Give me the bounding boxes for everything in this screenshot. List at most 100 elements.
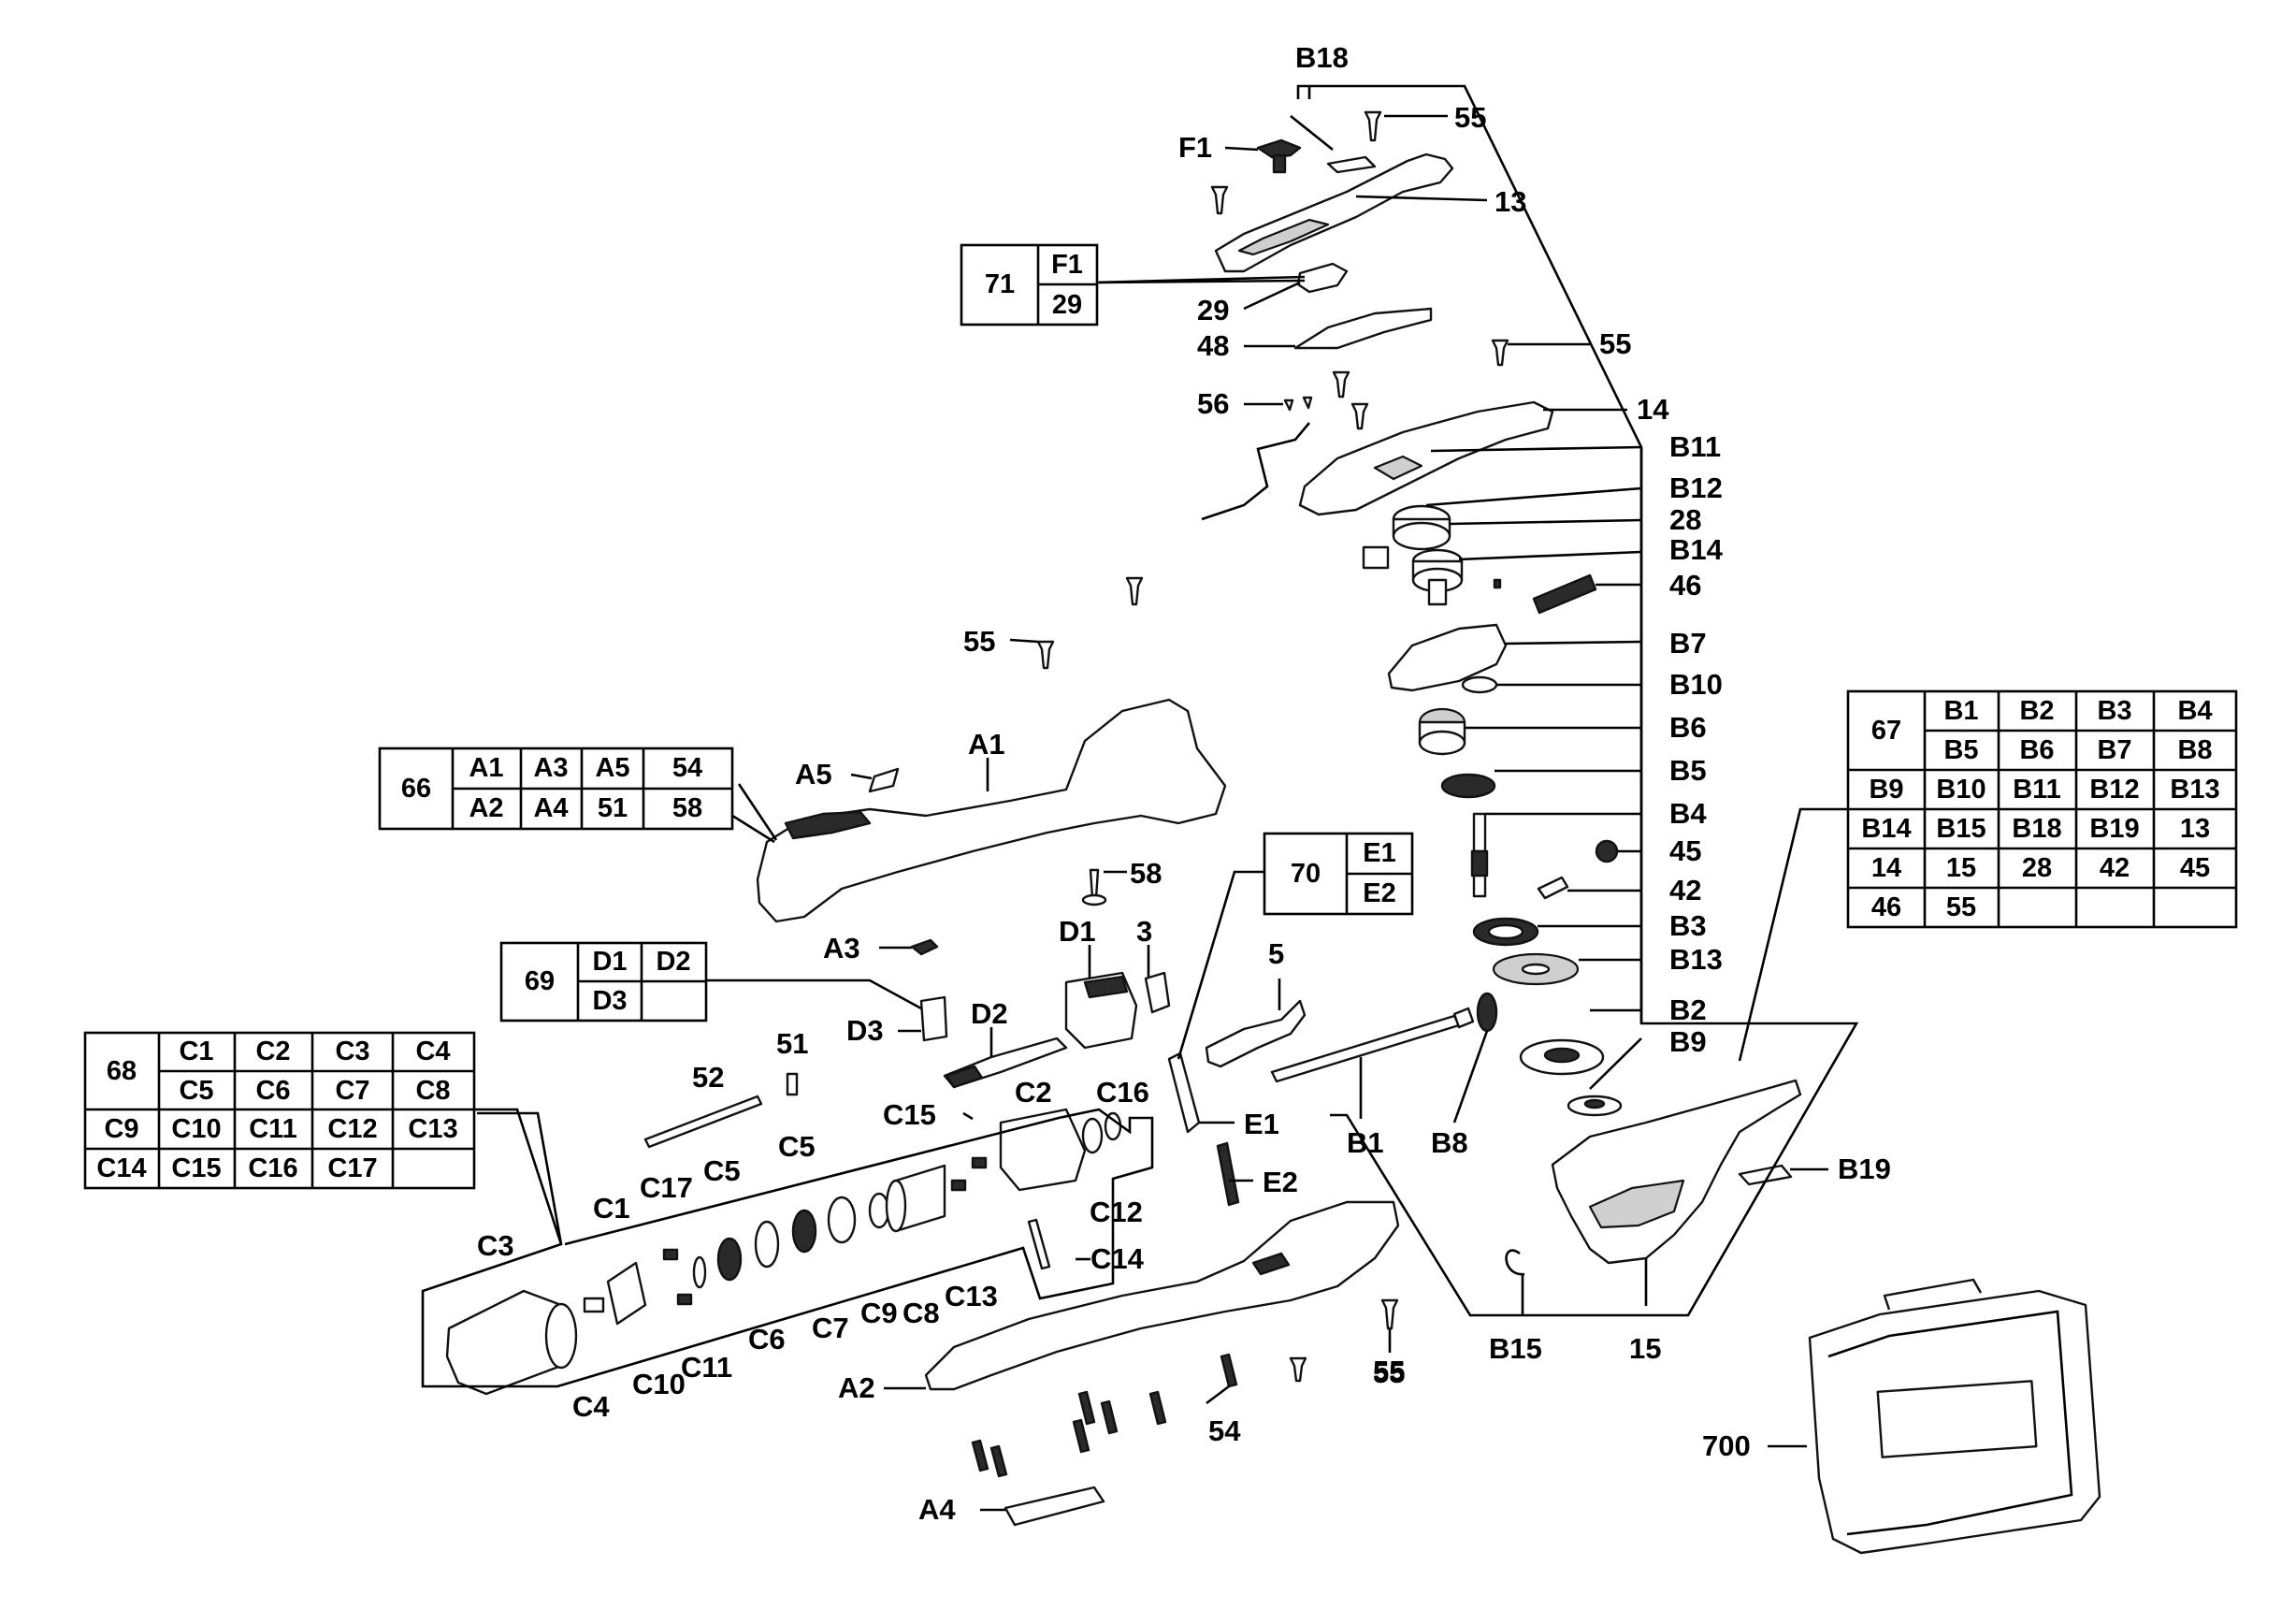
callout-55c: 55 — [1373, 1356, 1405, 1389]
callout-b15: B15 — [1489, 1332, 1542, 1365]
callout-a1: A1 — [968, 728, 1005, 761]
svg-text:B8: B8 — [2177, 735, 2212, 765]
part-c4-pinion — [583, 1297, 605, 1313]
callout-3: 3 — [1136, 915, 1152, 948]
part-c10-screw — [676, 1293, 693, 1306]
svg-text:C17: C17 — [327, 1153, 377, 1183]
part-screw-54c — [1148, 1390, 1167, 1426]
callout-f1: F1 — [1178, 131, 1212, 164]
part-b12-ring-bottom — [1392, 521, 1451, 551]
callout-b14: B14 — [1669, 533, 1724, 566]
svg-text:46: 46 — [1871, 892, 1901, 922]
part-c7 — [827, 1196, 857, 1244]
part-screw-55-left2 — [1125, 576, 1144, 606]
part-d2-grip — [945, 1065, 984, 1089]
part-a3 — [910, 938, 939, 956]
svg-text:C3: C3 — [335, 1037, 369, 1066]
part-c2-gearbox — [999, 1108, 1087, 1192]
callout-56: 56 — [1197, 387, 1229, 420]
part-c5-gear-b — [791, 1209, 817, 1254]
part-28-shaft — [1427, 578, 1448, 606]
part-b5-gear — [1440, 773, 1496, 799]
callout-b4: B4 — [1669, 797, 1707, 830]
callout-c6: C6 — [748, 1323, 786, 1356]
callout-b10: B10 — [1669, 668, 1723, 701]
part-c3-end — [544, 1302, 578, 1370]
part-b4-lower — [1472, 874, 1487, 898]
callout-b9: B9 — [1669, 1025, 1707, 1058]
part-46-spring — [1532, 573, 1597, 615]
callout-c3: C3 — [477, 1229, 514, 1262]
part-screw-55-low2 — [1380, 1298, 1399, 1330]
kit-tables: 71 F1 29 66 A1 A3 A5 54 A2 A4 51 58 — [83, 243, 2238, 1245]
svg-text:A1: A1 — [469, 753, 503, 783]
svg-text:C9: C9 — [104, 1114, 138, 1144]
kit-69-id: 69 — [525, 966, 555, 996]
svg-text:B10: B10 — [1936, 775, 1986, 805]
part-d1-top — [1083, 975, 1129, 999]
callout-42: 42 — [1669, 874, 1701, 906]
part-c13-screws — [950, 1179, 967, 1192]
callout-58: 58 — [1130, 857, 1162, 890]
svg-text:29: 29 — [1052, 290, 1082, 320]
part-15-cavity — [1588, 1179, 1685, 1229]
svg-text:D1: D1 — [592, 947, 627, 977]
part-b14 — [1493, 578, 1502, 589]
callout-a4: A4 — [918, 1493, 956, 1526]
kit-67-leader — [1738, 807, 1848, 1062]
c-group-bracket — [421, 1108, 1154, 1388]
callout-c8: C8 — [903, 1297, 940, 1329]
part-58-head — [1081, 893, 1107, 906]
part-f1-switch — [1256, 138, 1302, 159]
part-drawings — [445, 110, 2101, 1555]
svg-text:E2: E2 — [1363, 878, 1395, 908]
callout-55b: 55 — [1599, 327, 1631, 360]
svg-text:B12: B12 — [2089, 775, 2139, 805]
callout-b3: B3 — [1669, 909, 1707, 942]
svg-text:51: 51 — [598, 793, 628, 823]
callout-45: 45 — [1669, 834, 1701, 867]
part-screw-54g — [989, 1444, 1008, 1478]
callout-48: 48 — [1197, 329, 1229, 362]
svg-text:D2: D2 — [656, 947, 690, 977]
part-b6-bottom — [1418, 730, 1466, 756]
svg-text:B3: B3 — [2097, 696, 2131, 726]
callout-c1: C1 — [593, 1192, 630, 1225]
callout-c7: C7 — [812, 1312, 849, 1344]
svg-text:B7: B7 — [2097, 735, 2131, 765]
svg-text:54: 54 — [672, 753, 702, 783]
part-screw-top3 — [1350, 402, 1369, 430]
callout-b11: B11 — [1669, 430, 1721, 463]
part-screw-55-low1 — [1289, 1356, 1307, 1383]
callout-52: 52 — [692, 1061, 724, 1094]
part-b1-tip — [1452, 1007, 1475, 1029]
part-b2-center — [1543, 1047, 1581, 1064]
svg-text:B18: B18 — [2012, 814, 2061, 844]
callout-c15: C15 — [883, 1098, 936, 1131]
part-screw-55-left1 — [1036, 640, 1055, 670]
svg-text:F1: F1 — [1051, 250, 1083, 280]
svg-text:B14: B14 — [1861, 814, 1911, 844]
callout-labels: B18 55 F1 13 29 48 55 56 14 B11 B12 28 B… — [477, 41, 1891, 1526]
part-f1-stem — [1272, 153, 1287, 174]
callout-c5b: C5 — [703, 1154, 741, 1187]
part-14-slot — [1373, 455, 1423, 481]
svg-text:B4: B4 — [2177, 696, 2212, 726]
part-b1-shaft — [1270, 1014, 1461, 1083]
callout-700: 700 — [1702, 1429, 1751, 1462]
svg-text:B19: B19 — [2089, 814, 2139, 844]
callout-a5: A5 — [795, 758, 832, 790]
svg-text:A3: A3 — [533, 753, 568, 783]
callout-d1: D1 — [1059, 915, 1096, 948]
svg-text:C2: C2 — [255, 1037, 290, 1066]
svg-text:A4: A4 — [533, 793, 568, 823]
part-screw-56a — [1283, 399, 1294, 412]
svg-text:B5: B5 — [1943, 735, 1978, 765]
part-700-label-window — [1876, 1380, 2038, 1458]
kit-table-67: 67 B1 B2 B3 B4 B5 B6 B7 B8 B9 B10 B11 B1… — [1846, 689, 2238, 929]
callout-e2: E2 — [1263, 1166, 1298, 1198]
part-b4-shaft — [1472, 812, 1487, 853]
part-screw-left-top — [1210, 185, 1229, 215]
